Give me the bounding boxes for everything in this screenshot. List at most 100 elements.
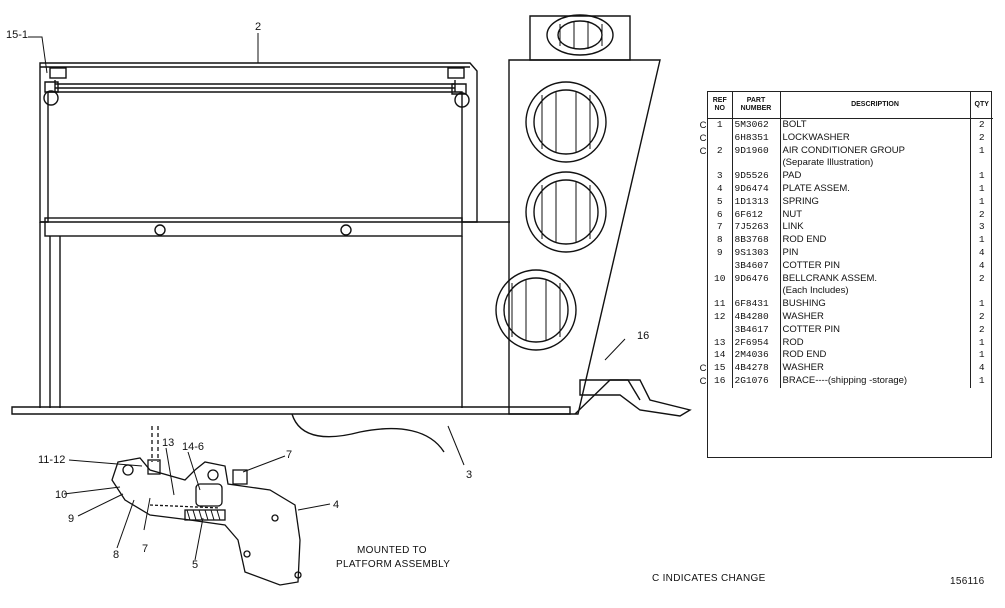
callout-16: 16 bbox=[637, 330, 649, 342]
part-number-cell: 9D5526 bbox=[731, 170, 780, 183]
qty-cell: 4 bbox=[969, 246, 993, 260]
ref-cell: 5 bbox=[716, 195, 723, 207]
part-number-cell: 9D1960 bbox=[731, 144, 780, 158]
description-cell: BOLT bbox=[779, 118, 970, 132]
description-cell: COTTER PIN bbox=[779, 323, 970, 337]
ref-cell bbox=[708, 324, 732, 337]
callout-7-right: 7 bbox=[286, 449, 292, 461]
description-cell: BRACE----(shipping -storage) bbox=[779, 374, 970, 388]
table-row: (Each Includes) bbox=[708, 285, 993, 299]
brace-16 bbox=[579, 379, 692, 417]
part-number-cell: 9S1303 bbox=[731, 246, 780, 260]
callout-14-6: 14-6 bbox=[182, 441, 204, 453]
qty-cell: 1 bbox=[969, 195, 993, 209]
ref-cell bbox=[708, 260, 732, 273]
qty-cell bbox=[969, 157, 993, 171]
part-number-cell: 4B4278 bbox=[731, 362, 780, 375]
description-cell: PLATE ASSEM. bbox=[779, 182, 970, 196]
part-number-cell: 9D6476 bbox=[731, 272, 780, 286]
table-header-row: REF NO PART NUMBER DESCRIPTION QTY bbox=[708, 92, 993, 119]
ref-cell: 12 bbox=[714, 310, 726, 322]
ref-cell: 8 bbox=[716, 234, 723, 246]
ref-cell: 4 bbox=[716, 182, 723, 194]
part-number-cell: 2M4036 bbox=[731, 349, 780, 363]
qty-cell: 1 bbox=[969, 374, 993, 388]
description-cell: NUT bbox=[779, 208, 970, 222]
callout-9: 9 bbox=[68, 513, 74, 525]
part-number-cell: 9D6474 bbox=[731, 182, 780, 196]
qty-cell: 1 bbox=[969, 298, 993, 311]
ref-cell bbox=[708, 285, 732, 298]
callout-3: 3 bbox=[466, 469, 472, 481]
callout-7-left: 7 bbox=[142, 543, 148, 555]
description-cell: BELLCRANK ASSEM. bbox=[779, 272, 970, 286]
ref-cell: 13 bbox=[714, 336, 726, 348]
header-ref-no: REF NO bbox=[708, 92, 732, 119]
ref-cell: 14 bbox=[714, 349, 726, 361]
qty-cell: 2 bbox=[969, 118, 993, 132]
bolt-15-1-right bbox=[447, 67, 470, 108]
ref-cell: 6 bbox=[716, 208, 723, 220]
washer-11-12 bbox=[147, 459, 161, 475]
description-cell: BUSHING bbox=[779, 298, 970, 311]
ref-cell: 1 bbox=[716, 119, 723, 130]
part-number-cell: 3B4607 bbox=[731, 259, 780, 273]
description-cell: WASHER bbox=[779, 362, 970, 375]
part-number-cell: 6H8351 bbox=[731, 131, 780, 145]
callout-11-12: 11-12 bbox=[38, 454, 65, 466]
description-cell: SPRING bbox=[779, 195, 970, 209]
plate-assem-4 bbox=[111, 457, 301, 586]
description-cell: (Separate Illustration) bbox=[779, 157, 970, 171]
part-number-cell: 2F6954 bbox=[731, 336, 780, 350]
description-cell: PAD bbox=[779, 170, 970, 183]
change-marker: C bbox=[699, 376, 707, 387]
callout-5: 5 bbox=[192, 559, 198, 571]
callout-13: 13 bbox=[162, 437, 174, 449]
ref-cell: 16 bbox=[714, 374, 726, 386]
qty-cell: 4 bbox=[969, 259, 993, 273]
leader-lines bbox=[28, 33, 626, 561]
pad-3 bbox=[291, 413, 445, 453]
drawing-number: 156116 bbox=[950, 576, 985, 587]
part-number-cell: 8B3768 bbox=[731, 234, 780, 247]
ref-cell: 10 bbox=[714, 272, 726, 284]
rod-end-14 bbox=[195, 483, 223, 507]
callout-2: 2 bbox=[255, 21, 261, 33]
change-marker: C bbox=[699, 363, 707, 375]
qty-cell: 1 bbox=[969, 234, 993, 247]
description-cell: COTTER PIN bbox=[779, 259, 970, 273]
qty-cell: 2 bbox=[969, 272, 993, 286]
ref-cell: 7 bbox=[716, 221, 723, 233]
qty-cell: 2 bbox=[969, 208, 993, 222]
change-marker: C bbox=[699, 145, 707, 157]
ref-cell: 3 bbox=[716, 170, 723, 182]
description-cell: ROD bbox=[779, 336, 970, 350]
bolt-15-1-left bbox=[43, 67, 67, 106]
part-number-cell: 3B4617 bbox=[731, 323, 780, 337]
callout-8: 8 bbox=[113, 549, 119, 561]
qty-cell: 1 bbox=[969, 336, 993, 350]
description-cell: LOCKWASHER bbox=[779, 131, 970, 145]
change-marker: C bbox=[699, 132, 707, 144]
qty-cell: 2 bbox=[969, 310, 993, 324]
qty-cell: 1 bbox=[969, 182, 993, 196]
vent-upper bbox=[525, 81, 607, 163]
part-number-cell: 5M3062 bbox=[731, 118, 780, 132]
qty-cell bbox=[969, 285, 993, 299]
qty-cell: 3 bbox=[969, 221, 993, 235]
qty-cell: 4 bbox=[969, 362, 993, 375]
qty-cell: 1 bbox=[969, 349, 993, 363]
nut-7 bbox=[232, 469, 248, 485]
part-number-cell: 6F8431 bbox=[731, 298, 780, 311]
